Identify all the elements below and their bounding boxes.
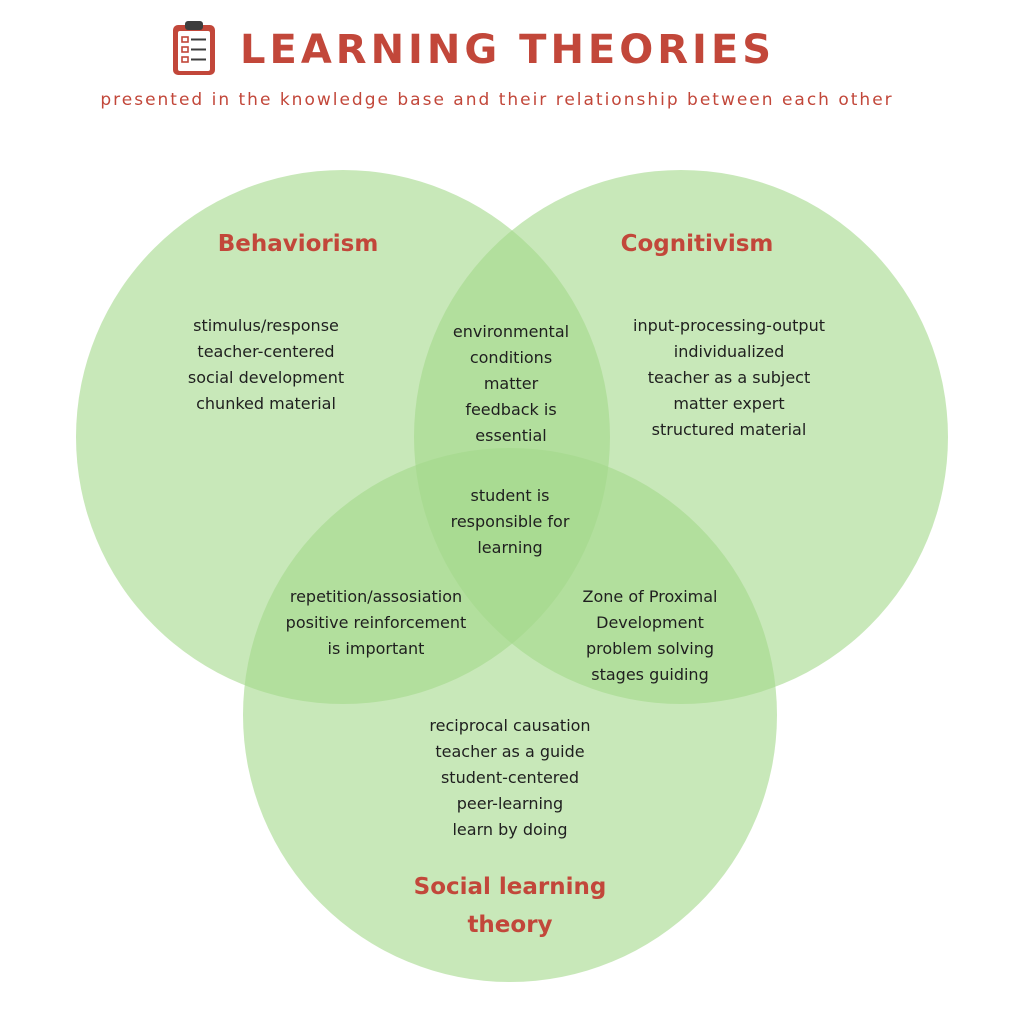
all-three-overlap-text: student is responsible for learning xyxy=(450,486,570,557)
behaviorism-social-overlap-text: repetition/assosiation positive reinforc… xyxy=(285,587,467,658)
behaviorism-only-text: stimulus/response teacher-centered socia… xyxy=(187,316,345,413)
cognitivism-title: Cognitivism xyxy=(620,231,774,257)
social-only-text: reciprocal causation teacher as a guide … xyxy=(429,716,591,839)
title-row: LEARNING THEORIES xyxy=(170,20,775,80)
cognitivism-social-overlap-text: Zone of Proximal Development problem sol… xyxy=(582,587,718,684)
social-learning-circle xyxy=(243,448,777,982)
page-subtitle: presented in the knowledge base and thei… xyxy=(100,90,894,110)
social-learning-title: Social learning theory xyxy=(413,874,607,938)
cognitivism-only-text: input-processing-output individualized t… xyxy=(633,316,825,439)
page-title: LEARNING THEORIES xyxy=(240,27,776,73)
header: LEARNING THEORIES presented in the knowl… xyxy=(0,0,1024,130)
clipboard-checklist-icon xyxy=(170,19,218,81)
behaviorism-cognitivism-overlap-text: environmental conditions matter feedback… xyxy=(452,322,570,445)
behaviorism-title: Behaviorism xyxy=(217,231,379,257)
